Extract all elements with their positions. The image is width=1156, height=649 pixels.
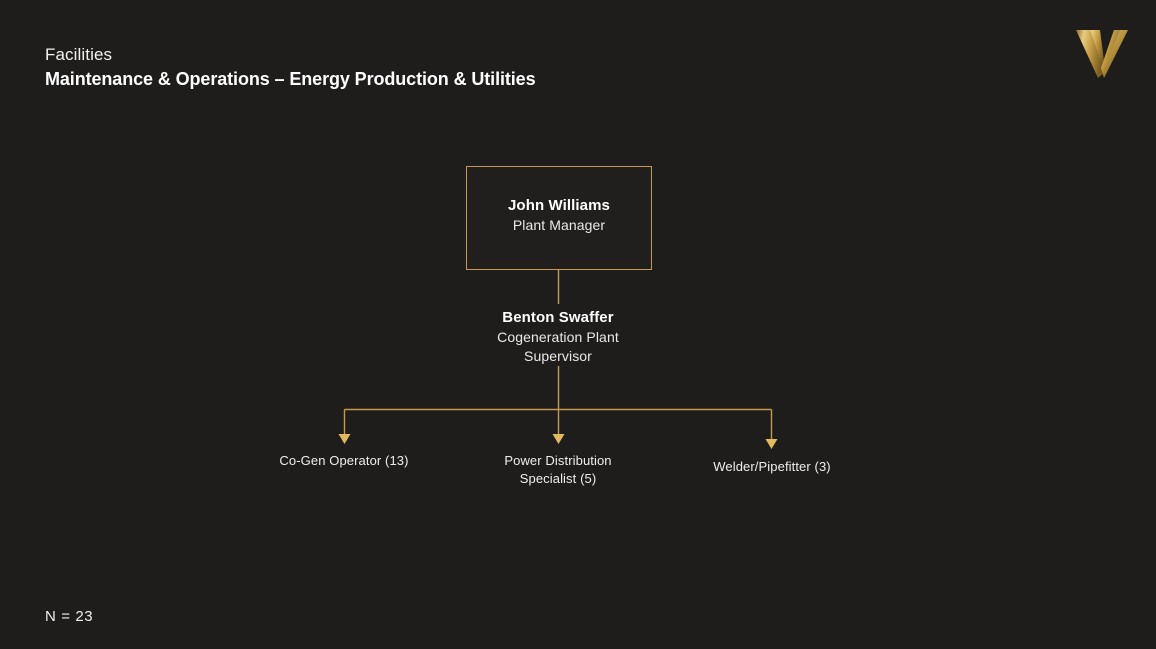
arrowhead-leaf-1: [338, 434, 351, 444]
total-headcount-label: N = 23: [45, 608, 94, 625]
org-leaf-welder-pipefitter[interactable]: Welder/Pipefitter (3): [686, 458, 858, 476]
page-title: Maintenance & Operations – Energy Produc…: [45, 69, 536, 89]
org-node-name: Benton Swaffer: [502, 309, 614, 326]
org-leaf-label-line2: Specialist (5): [519, 471, 597, 486]
vanderbilt-v-logo: [1070, 24, 1134, 80]
org-leaf-label-line1: Power Distribution: [504, 453, 612, 468]
org-node-title-line1: Cogeneration Plant: [497, 329, 619, 345]
arrowhead-leaf-3: [765, 439, 778, 449]
header-eyebrow: Facilities: [45, 45, 113, 64]
arrowhead-leaf-2: [552, 434, 565, 444]
slide-header: Facilities Maintenance & Operations – En…: [45, 43, 536, 92]
org-leaf-co-gen-operator[interactable]: Co-Gen Operator (13): [254, 452, 434, 470]
org-node-plant-manager-content: John Williams Plant Manager: [467, 167, 651, 235]
org-leaf-power-distribution-specialist[interactable]: Power Distribution Specialist (5): [468, 452, 648, 488]
org-leaf-label-line1: Welder/Pipefitter (3): [713, 459, 831, 474]
org-node-plant-manager[interactable]: John Williams Plant Manager: [466, 166, 652, 270]
org-node-title-line2: Supervisor: [524, 348, 592, 364]
org-leaf-label-line1: Co-Gen Operator (13): [279, 453, 409, 468]
org-node-name: John Williams: [507, 197, 610, 214]
org-node-title: Plant Manager: [512, 217, 606, 233]
org-node-cogen-supervisor[interactable]: Benton Swaffer Cogeneration Plant Superv…: [458, 308, 658, 366]
